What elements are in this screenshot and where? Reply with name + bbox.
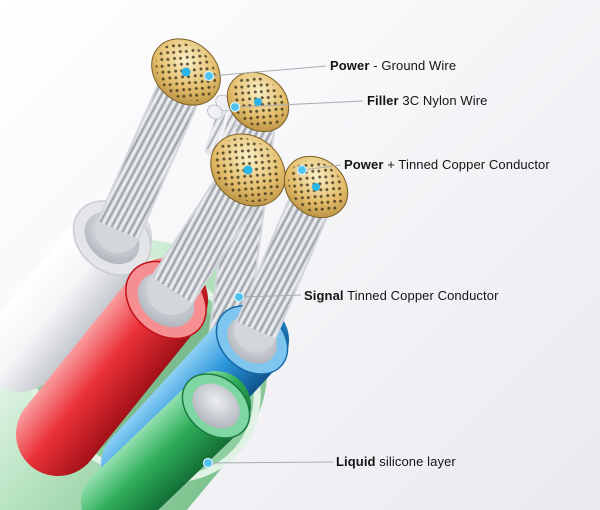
- blue-wire-conductor: [234, 172, 336, 352]
- wire-white: [0, 57, 207, 392]
- gold-tip-power-plus: [210, 133, 286, 207]
- marker-dots: [202, 70, 308, 469]
- marker-dot-signal: [233, 291, 245, 303]
- leader-line-ground: [210, 65, 327, 77]
- gold-tip-top-middle: [226, 71, 290, 133]
- label-ground-wire-rest: - Ground Wire: [369, 58, 457, 73]
- leader-line-power-plus: [302, 164, 342, 171]
- marker-dot-silicone: [202, 457, 214, 469]
- label-ground-wire-bold: Power: [330, 58, 370, 73]
- label-silicone-layer: Liquid silicone layer: [336, 454, 456, 470]
- conductor-tips: [151, 38, 349, 219]
- label-signal-rest: Tinned Copper Conductor: [343, 288, 499, 303]
- label-filler-nylon-bold: Filler: [367, 93, 399, 108]
- wire-green: [81, 371, 251, 510]
- label-silicone-layer-rest: silicone layer: [375, 454, 456, 469]
- gold-tip-ground: [151, 38, 221, 106]
- leader-lines: [209, 65, 364, 464]
- label-power-plus-rest: + Tinned Copper Conductor: [383, 157, 550, 172]
- leader-line-filler: [236, 100, 364, 108]
- label-signal-bold: Signal: [304, 288, 344, 303]
- label-filler-nylon: Filler 3C Nylon Wire: [367, 93, 487, 109]
- white-wire-conductor: [95, 57, 207, 253]
- label-signal: Signal Tinned Copper Conductor: [304, 288, 499, 304]
- label-filler-nylon-rest: 3C Nylon Wire: [398, 93, 488, 108]
- label-ground-wire: Power - Ground Wire: [330, 58, 456, 74]
- leader-line-signal: [240, 294, 302, 298]
- marker-dot-power-plus: [296, 164, 308, 176]
- marker-dot-ground: [203, 70, 215, 82]
- label-power-plus-bold: Power: [344, 157, 384, 172]
- leader-line-silicone: [209, 461, 334, 464]
- label-silicone-layer-bold: Liquid: [336, 454, 376, 469]
- marker-dot-filler: [229, 101, 241, 113]
- label-power-plus: Power + Tinned Copper Conductor: [344, 157, 550, 173]
